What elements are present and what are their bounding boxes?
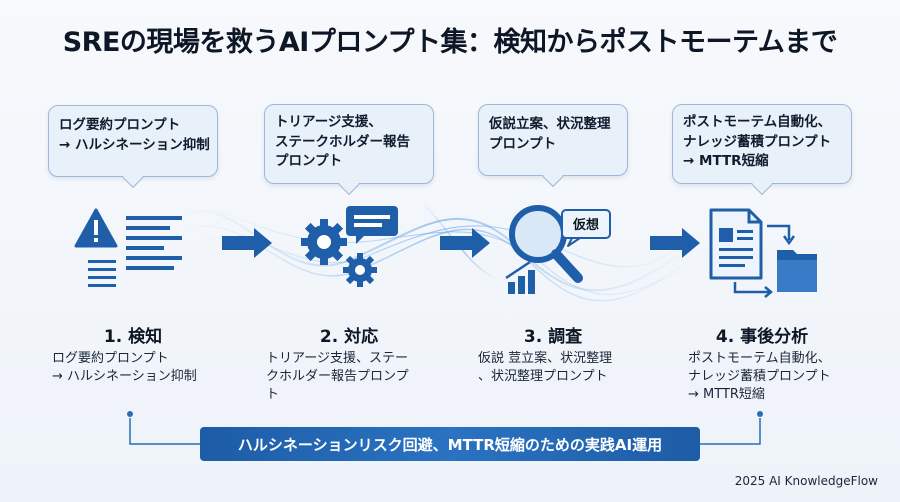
bracket-dot bbox=[127, 411, 133, 417]
bubble-line: ステークホルダー報告 bbox=[275, 133, 410, 150]
stage-4-bubble: ポストモーテム自動化、 ナレッジ蓄積プロンプト → MTTR短縮 bbox=[672, 104, 852, 184]
bubble-line: ログ要約プロンプト bbox=[59, 117, 181, 133]
stage-2-description: トリアージ支援、ステー クホルダー報告プロンプ ト bbox=[266, 350, 409, 405]
arrow-right-icon bbox=[650, 228, 700, 258]
document-folder-icon bbox=[709, 208, 817, 298]
description-line: 仮説 荳立案、状況整理 bbox=[478, 351, 613, 366]
icon-label: 仮想 bbox=[572, 217, 599, 233]
page-title: SREの現場を救うAIプロンプト集：検知からポストモーテムまで bbox=[62, 27, 838, 58]
description-line: → MTTR短縮 bbox=[688, 387, 765, 403]
gears-chat-icon bbox=[301, 206, 398, 287]
stage-4-title: 4. 事後分析 bbox=[715, 327, 809, 347]
banner-bracket bbox=[129, 418, 761, 445]
arrow-right-icon bbox=[440, 228, 490, 258]
arrow-right-icon bbox=[222, 228, 272, 258]
stage-3-bubble: 仮説立案、状況整理 プロンプト bbox=[478, 104, 628, 176]
stage-3-description: 仮説 荳立案、状況整理 、状況整理プロンプト bbox=[478, 350, 612, 386]
flow-arrows bbox=[222, 228, 700, 258]
bubble-line: ナレッジ蓄積プロンプト bbox=[683, 133, 832, 150]
bubble-line: → ハルシネーション抑制 bbox=[59, 136, 210, 153]
stage-1-bubble: ログ要約プロンプト → ハルシネーション抑制 bbox=[48, 105, 218, 177]
bubble-line: ポストモーテム自動化、 bbox=[683, 114, 832, 130]
description-line: → ハルシネーション抑制 bbox=[52, 369, 197, 385]
stage-1-title: 1. 検知 bbox=[103, 327, 163, 347]
bubble-line: → MTTR短縮 bbox=[683, 153, 769, 170]
description-line: クホルダー報告プロンプ bbox=[266, 369, 409, 385]
footer-credit: 2025 AI KnowledgeFlow bbox=[734, 474, 878, 488]
description-line: 、状況整理プロンプト bbox=[478, 369, 608, 385]
summary-banner: ハルシネーションリスク回避、MTTR短縮のための実践AI運用 bbox=[200, 427, 700, 461]
bubble-line: プロンプト bbox=[489, 135, 557, 152]
description-line: ログ要約プロンプト bbox=[52, 351, 169, 366]
bubble-line: トリアージ支援、 bbox=[275, 114, 382, 130]
bracket-dot bbox=[757, 411, 763, 417]
description-line: ト bbox=[266, 387, 280, 403]
stage-2-title: 2. 対応 bbox=[319, 327, 379, 347]
description-line: ナレッジ蓄積プロンプト bbox=[688, 369, 831, 385]
alert-log-icon bbox=[74, 208, 182, 287]
description-line: ポストモーテム自動化、 bbox=[688, 351, 831, 366]
bubble-line: プロンプト bbox=[275, 153, 343, 170]
magnifier-chart-icon: 仮想 bbox=[505, 205, 611, 294]
stage-1-description: ログ要約プロンプト → ハルシネーション抑制 bbox=[52, 350, 197, 386]
stage-3-title: 3. 調査 bbox=[523, 327, 583, 347]
bubble-line: 仮説立案、状況整理 bbox=[489, 116, 611, 132]
description-line: トリアージ支援、ステー bbox=[266, 351, 408, 366]
stage-2-bubble: トリアージ支援、 ステークホルダー報告 プロンプト bbox=[264, 104, 434, 184]
stage-4-description: ポストモーテム自動化、 ナレッジ蓄積プロンプト → MTTR短縮 bbox=[688, 350, 831, 405]
